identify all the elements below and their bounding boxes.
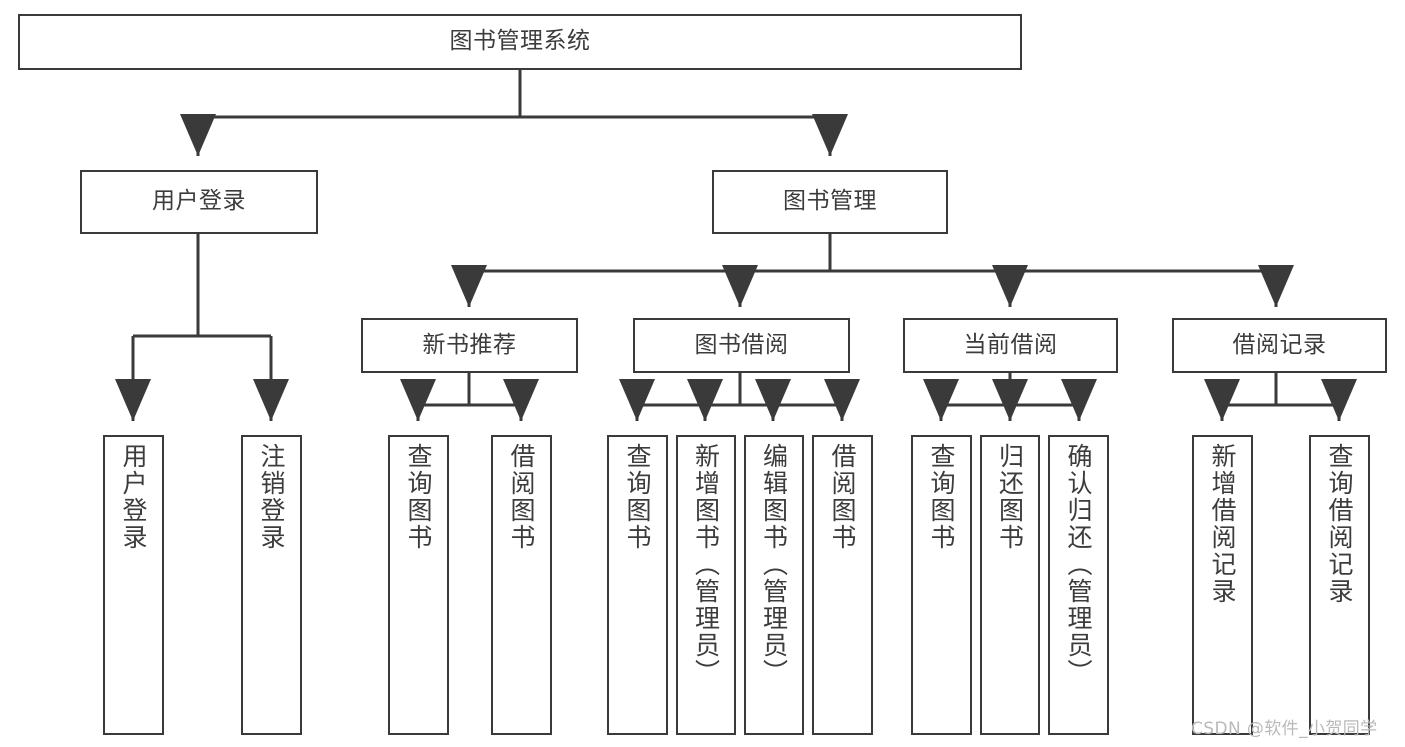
leaf-return-book[interactable]: 归还图书 [980,435,1040,735]
watermark-text: CSDN @软件_小贺同学 [1191,719,1378,739]
node-label: 确认归还（管理员） [1064,443,1093,686]
node-label: 图书管理系统 [449,28,591,55]
node-label: 用户登录 [152,188,246,215]
node-borrow-record[interactable]: 借阅记录 [1172,318,1387,373]
leaf-add-book[interactable]: 新增图书（管理员） [676,435,736,735]
leaf-add-borrow-record[interactable]: 新增借阅记录 [1192,435,1253,735]
leaf-query-borrow-record[interactable]: 查询借阅记录 [1309,435,1370,735]
node-new-book-recommend[interactable]: 新书推荐 [361,318,578,373]
node-label: 查询图书 [404,443,433,551]
node-label: 借阅图书 [828,443,857,551]
node-label: 用户登录 [119,443,148,551]
node-label: 借阅记录 [1232,331,1327,358]
node-label: 查询借阅记录 [1325,443,1354,605]
leaf-edit-book[interactable]: 编辑图书（管理员） [744,435,804,735]
node-label: 图书借阅 [694,331,789,358]
node-label: 新增借阅记录 [1208,443,1237,605]
node-current-borrow[interactable]: 当前借阅 [903,318,1118,373]
node-label: 归还图书 [995,443,1025,551]
node-label: 注销登录 [257,443,286,551]
leaf-borrow-book-recommend[interactable]: 借阅图书 [491,435,552,735]
leaf-logout-login[interactable]: 注销登录 [241,435,302,735]
node-label: 当前借阅 [963,331,1058,358]
node-user-login[interactable]: 用户登录 [80,170,318,234]
leaf-borrow-book[interactable]: 借阅图书 [812,435,873,735]
leaf-query-book-current[interactable]: 查询图书 [911,435,972,735]
node-book-manage[interactable]: 图书管理 [712,170,948,234]
leaf-query-book-borrow[interactable]: 查询图书 [607,435,668,735]
leaf-query-book-recommend[interactable]: 查询图书 [388,435,449,735]
node-label: 图书管理 [783,188,877,215]
leaf-confirm-return[interactable]: 确认归还（管理员） [1048,435,1109,735]
node-label: 借阅图书 [507,443,536,551]
node-root-system[interactable]: 图书管理系统 [18,14,1022,70]
node-label: 新书推荐 [422,331,517,358]
node-label: 编辑图书（管理员） [759,443,789,686]
node-label: 查询图书 [927,443,956,551]
node-label: 新增图书（管理员） [691,443,721,686]
node-label: 查询图书 [623,443,652,551]
node-book-borrow[interactable]: 图书借阅 [633,318,850,373]
leaf-user-login[interactable]: 用户登录 [103,435,164,735]
